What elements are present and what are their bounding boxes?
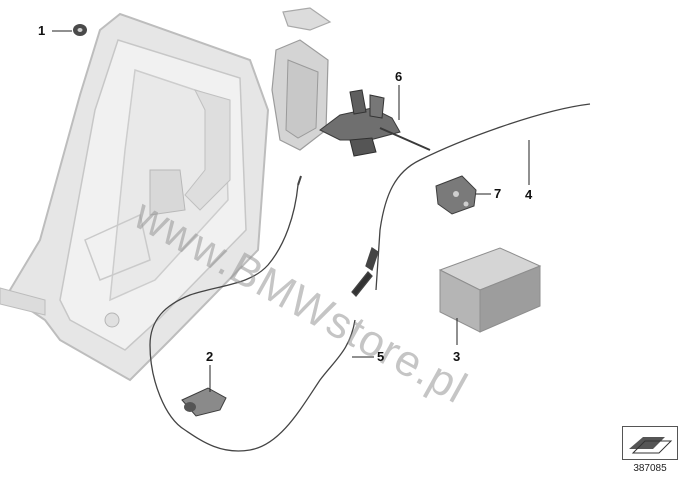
part-3-box <box>438 247 542 333</box>
cable-5 <box>149 184 356 452</box>
arrow-symbol-icon <box>629 437 673 454</box>
callout-5: 5 <box>377 349 385 364</box>
part-6-latch-lever <box>319 89 431 157</box>
callout-6: 6 <box>395 69 403 84</box>
part-7-bracket <box>435 175 477 215</box>
callout-7: 7 <box>494 186 502 201</box>
diagram-symbol <box>622 426 678 460</box>
part-1-washer <box>73 24 87 36</box>
callout-4: 4 <box>525 187 533 202</box>
seat-back-frame <box>0 12 270 382</box>
cable-4 <box>375 103 591 291</box>
cables <box>149 103 591 452</box>
part-2-bracket <box>181 387 227 417</box>
callout-1: 1 <box>38 23 46 38</box>
diagram-number: 387085 <box>633 463 667 474</box>
callout-3: 3 <box>453 349 461 364</box>
callout-2: 2 <box>206 349 214 364</box>
leader-lines <box>52 30 530 392</box>
latch-housing <box>271 7 332 151</box>
